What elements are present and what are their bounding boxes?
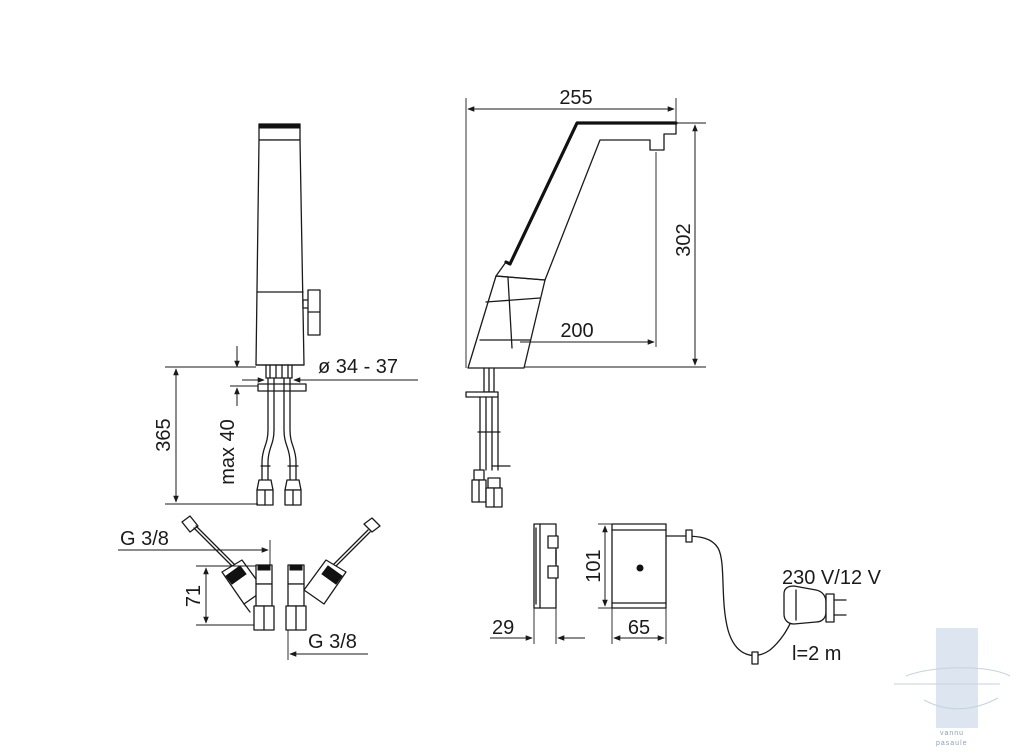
label-max-40: max 40: [217, 419, 239, 485]
label-255: 255: [559, 87, 592, 109]
dimension-200: 200: [520, 152, 657, 347]
watermark-text-1: vannu: [940, 730, 964, 737]
dimension-101: 101: [583, 523, 612, 609]
label-cable-length: l=2 m: [792, 643, 841, 665]
label-g38-bottom: G 3/8: [308, 631, 357, 653]
faucet-front-view: [255, 123, 321, 506]
watermark-logo: vannu pasaule: [894, 628, 1011, 747]
label-29: 29: [492, 617, 514, 639]
label-101: 101: [583, 549, 605, 582]
dimension-g38-top: G 3/8: [118, 528, 271, 565]
dimension-255: 255: [465, 87, 677, 368]
dimension-302: 302: [524, 122, 706, 368]
label-365: 365: [153, 418, 175, 451]
dimension-diameter: ø 34 - 37: [242, 356, 418, 383]
label-diameter: ø 34 - 37: [318, 356, 398, 378]
watermark-bar: [936, 628, 978, 728]
dimension-365: 365: [153, 366, 256, 505]
label-g38-top: G 3/8: [120, 528, 169, 550]
control-box-front: [611, 523, 667, 609]
dimension-29: 29: [490, 608, 585, 644]
power-cable: [665, 529, 795, 665]
dimension-71: 71: [183, 565, 256, 626]
label-200: 200: [560, 320, 593, 342]
dimension-65: 65: [611, 608, 667, 644]
label-71: 71: [183, 585, 205, 607]
dimension-g38-bottom: G 3/8: [287, 630, 368, 660]
control-box-side: [533, 523, 559, 609]
dimension-max-40: max 40: [217, 346, 258, 505]
label-65: 65: [628, 617, 650, 639]
faucet-side-view: [465, 121, 678, 508]
power-adapter: [783, 585, 847, 625]
watermark-text-2: pasaule: [936, 740, 968, 747]
label-302: 302: [673, 223, 695, 256]
label-voltage: 230 V/12 V: [782, 567, 882, 589]
valve-detail: [181, 515, 381, 631]
